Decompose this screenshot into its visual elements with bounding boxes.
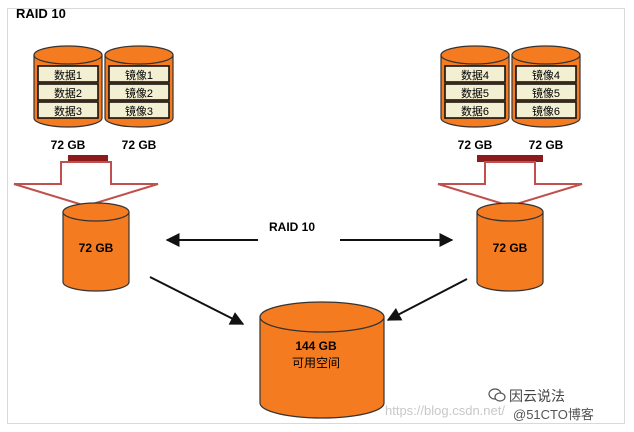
right-disk-b: 镜像4 镜像5 镜像6: [511, 45, 581, 128]
left-combined-disk: [62, 202, 130, 292]
right-combined-size: 72 GB: [493, 241, 528, 255]
watermark-url: https://blog.csdn.net/: [385, 403, 505, 418]
left-data-2: 数据2: [54, 86, 82, 100]
right-disk-b-size: 72 GB: [529, 138, 564, 152]
left-disk-b-size: 72 GB: [122, 138, 157, 152]
left-disk-a-rows: 数据1 数据2 数据3: [37, 65, 99, 119]
left-mirror-2: 镜像2: [125, 86, 153, 100]
wechat-icon: [488, 388, 506, 402]
diagram-title: RAID 10: [16, 6, 66, 21]
watermark-blog: @51CTO博客: [513, 407, 594, 422]
right-join-bar: [477, 155, 543, 162]
right-mirror-6: 镜像6: [532, 104, 560, 118]
left-data-3: 数据3: [54, 104, 82, 118]
total-size: 144 GB: [295, 339, 337, 353]
right-combined-disk: [476, 202, 544, 292]
left-data-1: 数据1: [54, 68, 82, 82]
center-raid-label: RAID 10: [268, 220, 315, 234]
left-combined-size: 72 GB: [79, 241, 114, 255]
left-disk-b: 镜像1 镜像2 镜像3: [104, 45, 174, 128]
right-down-arrow: [437, 161, 583, 208]
left-mirror-3: 镜像3: [125, 104, 153, 118]
left-join-bar: [68, 155, 108, 162]
right-data-5: 数据5: [461, 86, 489, 100]
left-disk-a-size: 72 GB: [51, 138, 86, 152]
left-down-arrow: [13, 161, 159, 208]
arrow-left-to-total: [149, 276, 245, 325]
right-data-6: 数据6: [461, 104, 489, 118]
right-data-4: 数据4: [461, 68, 489, 82]
total-disk: [259, 301, 385, 419]
total-label: 可用空间: [292, 356, 340, 370]
watermark-wechat-name: 因云说法: [509, 388, 565, 404]
right-disk-a: 数据4 数据5 数据6: [440, 45, 510, 128]
left-mirror-1: 镜像1: [125, 68, 153, 82]
right-disk-a-size: 72 GB: [458, 138, 493, 152]
arrow-right-to-total: [386, 278, 468, 321]
right-mirror-4: 镜像4: [532, 68, 560, 82]
left-disk-a: 数据1 数据2 数据3: [33, 45, 103, 128]
right-mirror-5: 镜像5: [532, 86, 560, 100]
